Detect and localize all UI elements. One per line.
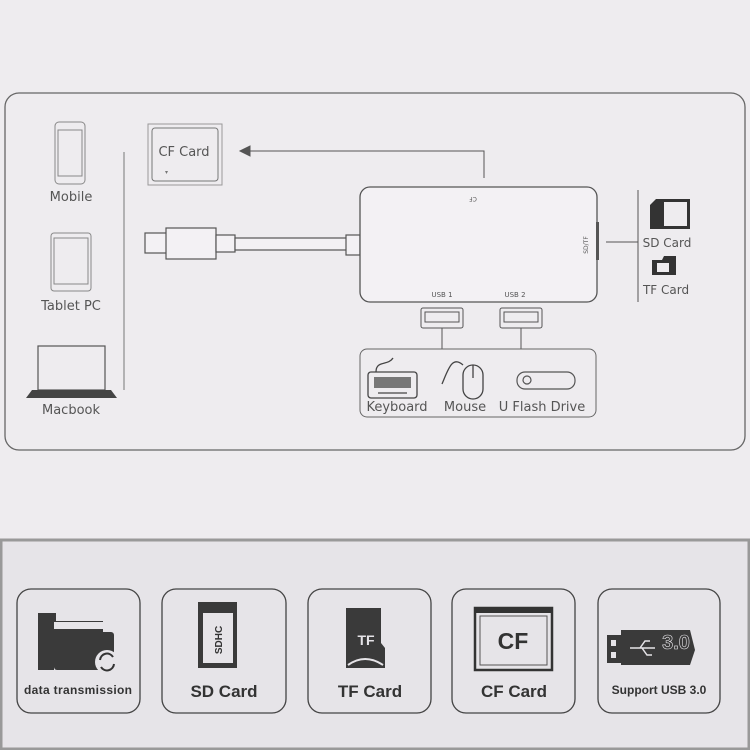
laptop-icon [26, 345, 117, 398]
cf-card-icon: CF [473, 606, 554, 672]
svg-text:SDHC: SDHC [214, 626, 225, 654]
usb-port-2 [499, 307, 543, 349]
feature-tf-card: TF TF Card [307, 588, 432, 714]
mobile-icon [54, 121, 86, 185]
sdtf-slot [596, 222, 599, 260]
arrow [238, 145, 485, 178]
hub-sdtf-slot-label: SD/TF [583, 236, 590, 254]
diagram-panel [4, 92, 746, 451]
feature-label: data transmission [24, 683, 132, 697]
mouse-label: Mouse [444, 400, 486, 415]
svg-text:TF: TF [357, 632, 375, 648]
usb-port-1 [420, 307, 464, 349]
feature-label: TF Card [338, 682, 402, 701]
folder-sync-icon [38, 613, 119, 674]
cf-card-box: ▾ [147, 123, 223, 186]
hub-cf-slot-label: CF [469, 195, 477, 202]
flash-drive-icon [516, 371, 576, 390]
cf-card-label: CF Card [158, 145, 209, 160]
usb2-label: USB 2 [504, 291, 525, 299]
tf-card-icon: TF [346, 608, 385, 668]
feature-label: Support USB 3.0 [612, 683, 707, 697]
hub-body [359, 186, 598, 303]
usb1-label: USB 1 [431, 291, 452, 299]
feature-cf-card: CF CF Card [451, 588, 576, 714]
feature-sd-card: SDHC SD Card [161, 588, 287, 714]
peripherals-box [359, 348, 597, 418]
flash-drive-label: U Flash Drive [499, 400, 586, 415]
svg-text:CF: CF [498, 628, 529, 654]
device-label-macbook: Macbook [42, 403, 100, 418]
feature-label: SD Card [190, 682, 257, 701]
usb-c-cable [144, 227, 361, 260]
sd-card-label: SD Card [643, 236, 692, 250]
tf-card-icon [652, 256, 676, 275]
keyboard-icon [367, 357, 418, 399]
svg-text:3.0: 3.0 [662, 632, 690, 654]
usb-3-icon: 3.0 [607, 630, 695, 665]
device-label-tablet: Tablet PC [40, 299, 101, 314]
feature-data-transmission: data transmission [16, 588, 141, 714]
svg-text:▾: ▾ [165, 170, 168, 176]
feature-label: CF Card [481, 682, 547, 701]
tf-card-label: TF Card [642, 283, 689, 297]
feature-usb-3: 3.0 Support USB 3.0 [597, 588, 721, 714]
device-label-mobile: Mobile [50, 190, 93, 205]
keyboard-label: Keyboard [366, 400, 427, 415]
sd-card-icon: SDHC [198, 602, 237, 668]
mouse-icon [441, 361, 484, 400]
sd-card-icon [650, 199, 690, 229]
tablet-icon [50, 232, 92, 292]
